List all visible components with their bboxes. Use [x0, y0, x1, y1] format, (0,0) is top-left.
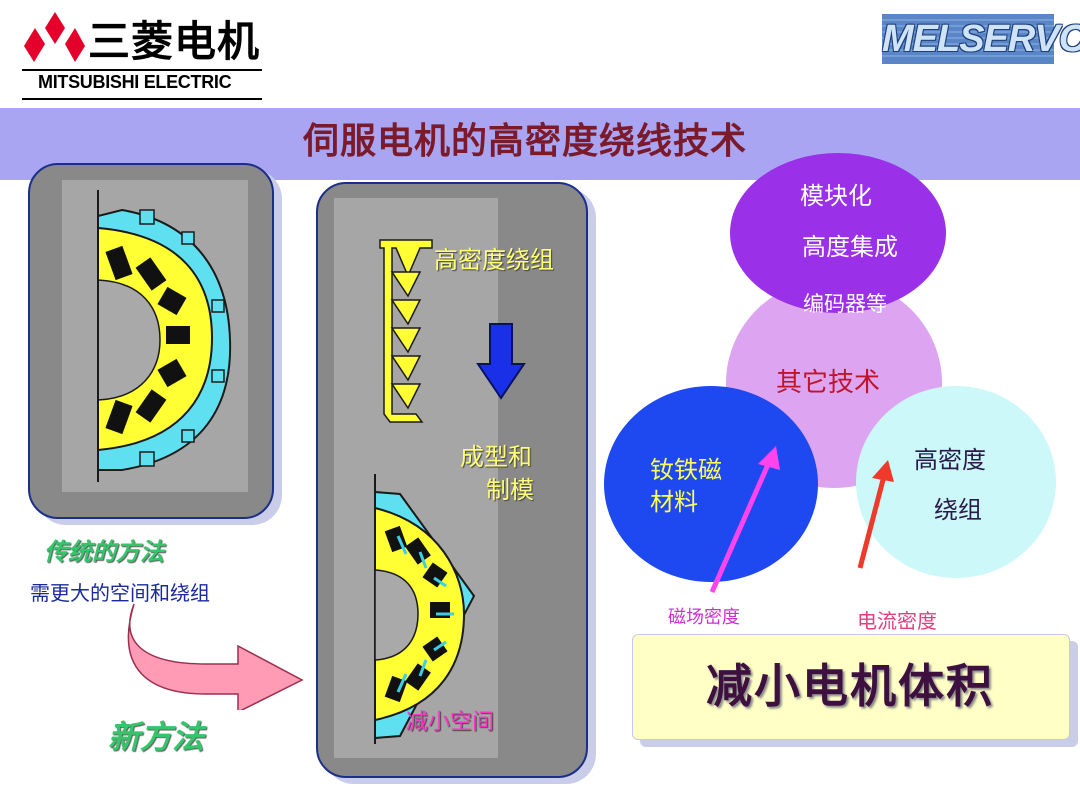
brand-name-cn: 三菱电机: [88, 17, 261, 66]
mitsubishi-logo-icon: [24, 12, 85, 62]
page-title: 伺服电机的高密度绕线技术: [302, 121, 747, 162]
winding-strip-diagram: [379, 239, 433, 423]
venn-top-line3: 编码器等: [803, 292, 887, 316]
current-density-label: 电流密度: [857, 609, 937, 633]
venn-left-line2: 材料: [650, 488, 698, 516]
new-method-caption: 新方法: [108, 718, 205, 756]
venn-middle-label: 其它技术: [776, 368, 881, 398]
logo-divider: [22, 69, 262, 71]
venn-arrows: [709, 446, 894, 594]
high-density-winding-circle: [856, 386, 1056, 578]
logo-divider-bottom: [22, 98, 262, 100]
result-box: [632, 634, 1070, 740]
venn-top-line2: 高度集成: [802, 233, 898, 261]
modular-circle: [730, 153, 946, 313]
brand-name-en: MITSUBISHI ELECTRIC: [38, 72, 232, 92]
melservo-logo-bg: [882, 14, 1054, 64]
traditional-method-note: 需更大的空间和绕组: [30, 581, 210, 605]
venn-right-line1: 高密度: [914, 446, 986, 474]
venn-left-line1: 钕铁磁: [650, 456, 722, 484]
traditional-method-caption: 传统的方法: [44, 538, 164, 566]
venn-top-line1: 模块化: [800, 182, 872, 210]
result-text: 减小电机体积: [706, 659, 994, 713]
venn-right-line2: 绕组: [934, 496, 982, 524]
forming-label-line2: 制模: [486, 476, 534, 504]
melservo-logo: MELSERVO: [882, 18, 1080, 60]
reduced-space-label: 减小空间: [406, 710, 495, 735]
compact-stator-diagram: [374, 474, 476, 744]
forming-label-line1: 成型和: [460, 443, 532, 471]
curved-arrow-icon: [127, 603, 304, 710]
high-density-winding-label: 高密度绕组: [434, 246, 554, 274]
arrow-down-icon: [476, 323, 526, 400]
traditional-stator-diagram: [97, 190, 232, 482]
magnetic-density-label: 磁场密度: [668, 607, 740, 628]
magnet-material-circle: [604, 386, 818, 582]
